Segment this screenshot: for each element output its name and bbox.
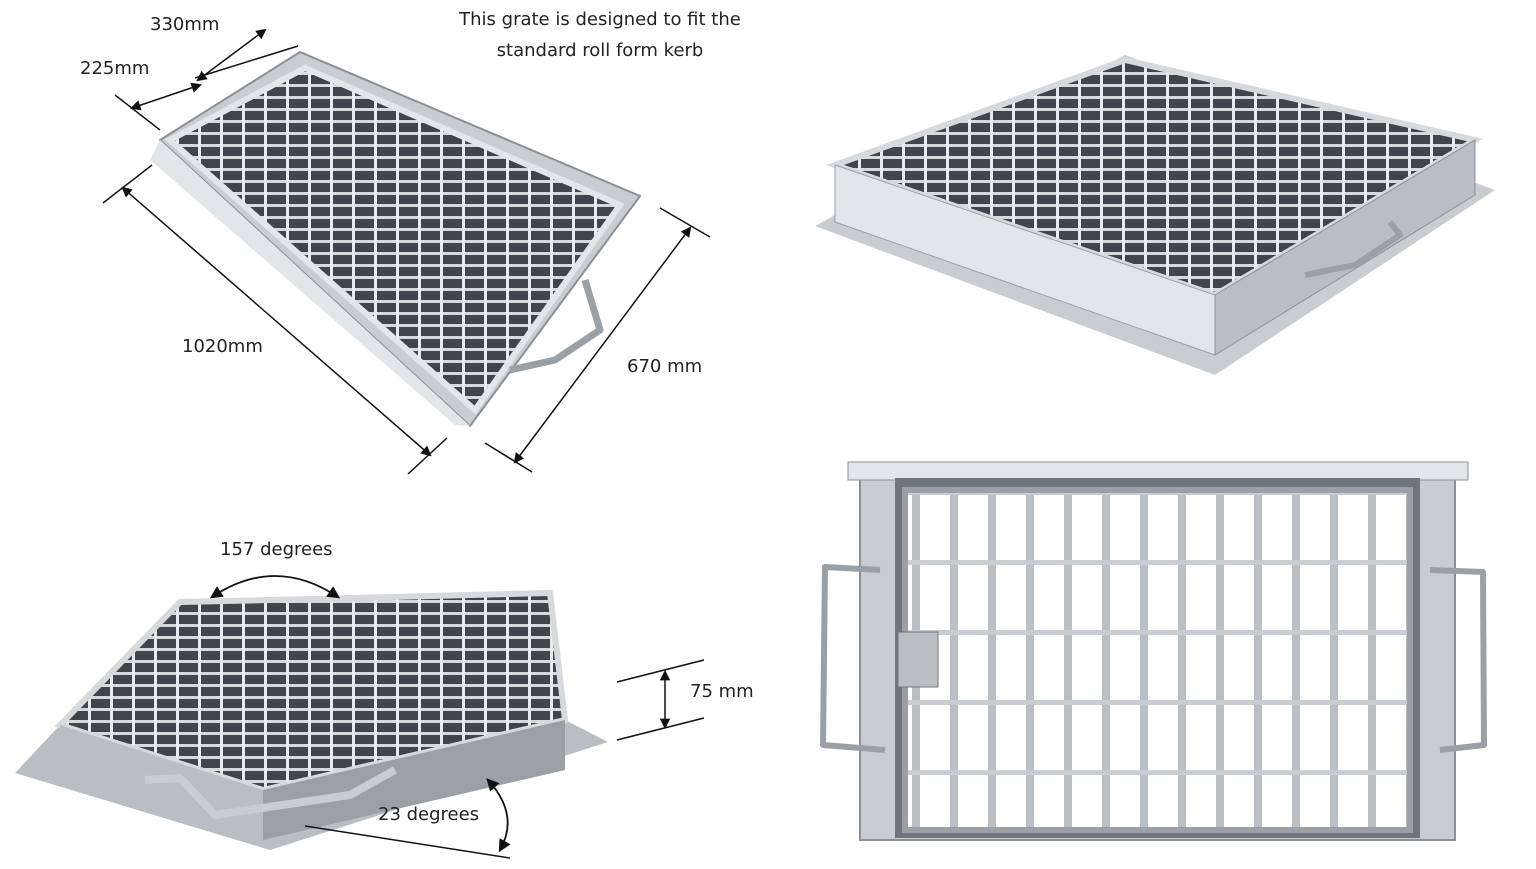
grate-bent-view bbox=[15, 589, 608, 850]
handle-icon bbox=[820, 564, 886, 753]
dim-width bbox=[484, 207, 711, 473]
dim-top-width bbox=[194, 28, 299, 82]
handle-icon bbox=[1429, 567, 1487, 753]
angle-arc-23 bbox=[304, 778, 511, 859]
dim-length bbox=[102, 164, 448, 475]
label-side-depth: 225mm bbox=[80, 58, 150, 79]
label-top-angle: 157 degrees bbox=[220, 539, 333, 560]
dim-side-depth bbox=[114, 82, 202, 131]
label-length: 1020mm bbox=[182, 336, 263, 357]
handle-icon bbox=[144, 766, 397, 819]
grate-top-view bbox=[820, 461, 1487, 841]
caption: This grate is designed to fit the standa… bbox=[440, 4, 760, 66]
caption-line-1: This grate is designed to fit the bbox=[459, 9, 741, 30]
dim-height bbox=[616, 659, 705, 741]
grate-angled-view bbox=[150, 50, 642, 428]
label-height: 75 mm bbox=[690, 681, 754, 702]
caption-line-2: standard roll form kerb bbox=[496, 40, 704, 61]
grate-square-view bbox=[815, 55, 1495, 375]
label-top-width: 330mm bbox=[150, 14, 220, 35]
label-width: 670 mm bbox=[627, 356, 703, 377]
angle-arc-157 bbox=[209, 575, 341, 599]
label-bottom-angle: 23 degrees bbox=[378, 804, 480, 825]
